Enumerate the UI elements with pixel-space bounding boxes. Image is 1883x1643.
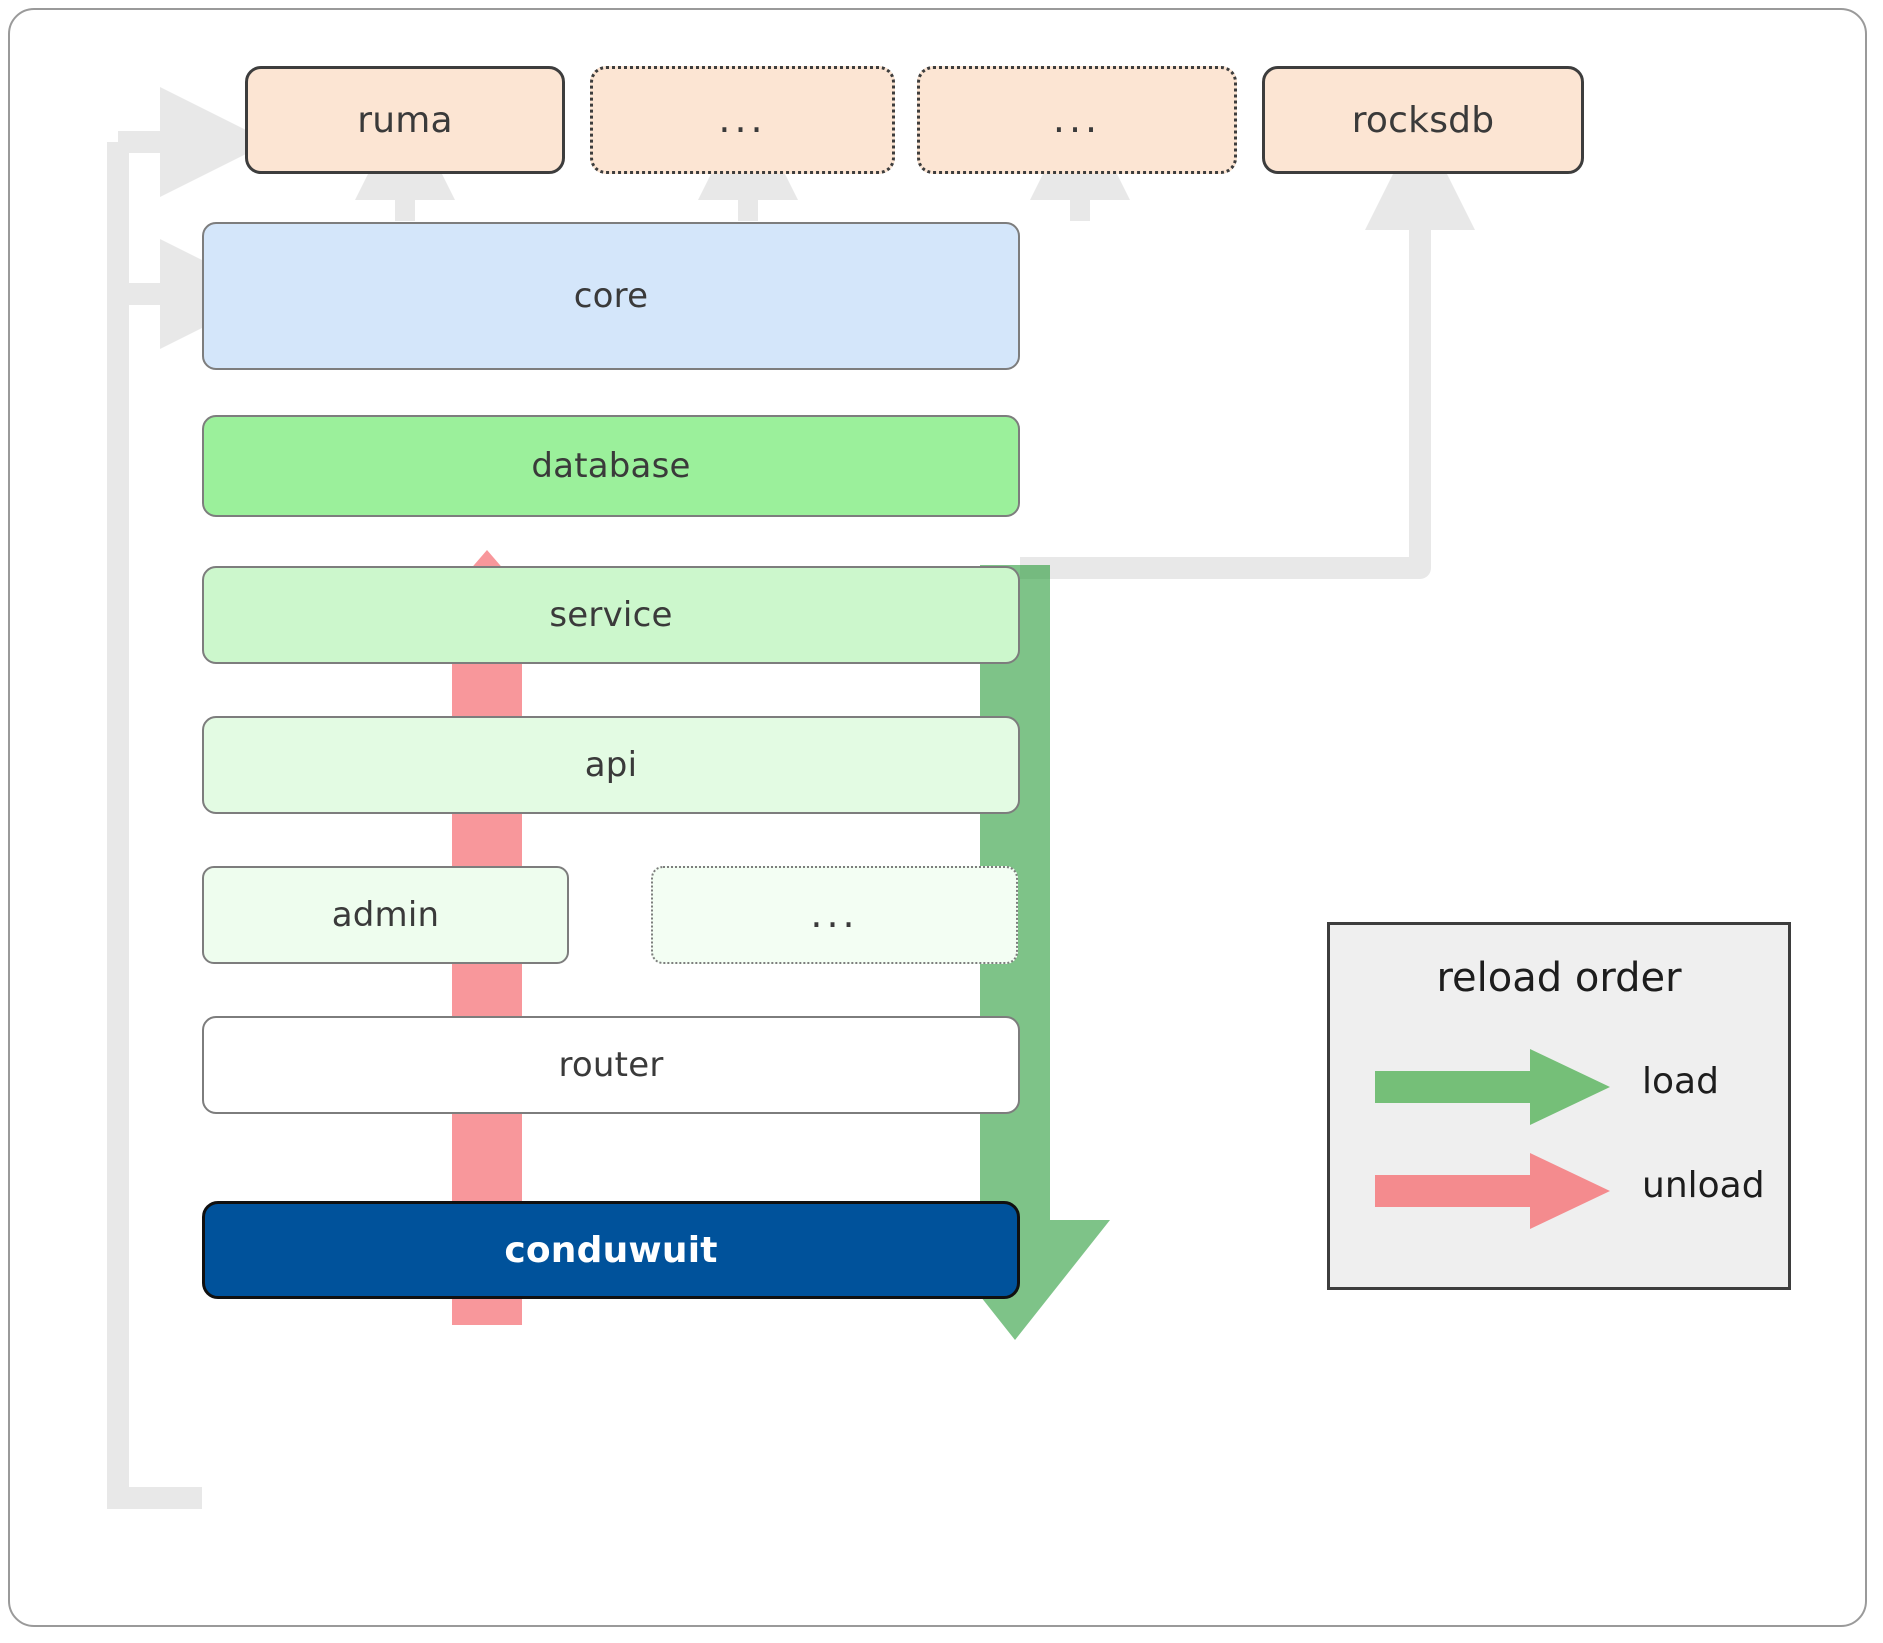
legend-label-load: load	[1642, 1061, 1719, 1102]
crate-rocksdb-label: rocksdb	[1351, 99, 1495, 141]
legend-load-arrow	[1375, 1049, 1610, 1125]
crate-ellipsis-1-label: ...	[718, 97, 767, 142]
layer-api-label: api	[584, 745, 638, 785]
layer-ellipsis[interactable]: ...	[651, 866, 1018, 964]
layer-database-label: database	[531, 446, 691, 486]
layer-ellipsis-label: ...	[810, 892, 859, 937]
crate-ellipsis-1[interactable]: ...	[590, 66, 895, 174]
layer-router[interactable]: router	[202, 1016, 1020, 1114]
layer-admin-label: admin	[331, 895, 440, 935]
layer-database[interactable]: database	[202, 415, 1020, 517]
legend-unload-arrow	[1375, 1153, 1610, 1229]
layer-service[interactable]: service	[202, 566, 1020, 664]
legend-swatches	[1375, 1049, 1610, 1229]
legend-title: reload order	[1436, 955, 1682, 1001]
layer-api[interactable]: api	[202, 716, 1020, 814]
layer-service-label: service	[549, 595, 673, 635]
layer-core-label: core	[573, 276, 649, 316]
crate-ruma-label: ruma	[357, 99, 453, 141]
crate-ellipsis-2-label: ...	[1052, 97, 1102, 142]
crate-ellipsis-2[interactable]: ...	[917, 66, 1237, 174]
legend-label-unload: unload	[1642, 1165, 1765, 1206]
crate-ruma[interactable]: ruma	[245, 66, 565, 174]
crate-rocksdb[interactable]: rocksdb	[1262, 66, 1584, 174]
node-conduwuit-label: conduwuit	[504, 1229, 718, 1271]
legend-panel: reload order load unload	[1327, 922, 1791, 1290]
layer-router-label: router	[558, 1045, 664, 1085]
node-conduwuit[interactable]: conduwuit	[202, 1201, 1020, 1299]
layer-core[interactable]: core	[202, 222, 1020, 370]
layer-admin[interactable]: admin	[202, 866, 569, 964]
